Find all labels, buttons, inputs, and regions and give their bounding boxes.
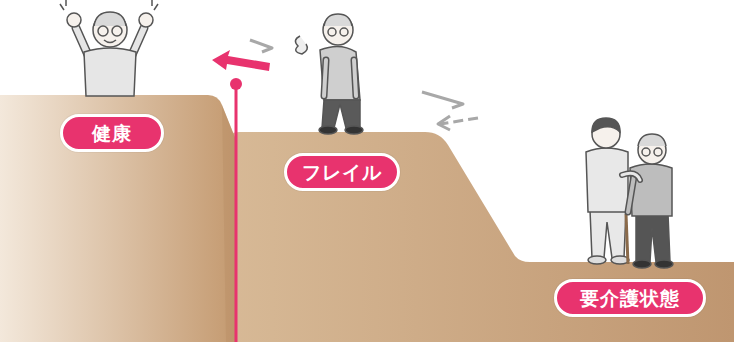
state-text: フレイル <box>302 163 382 182</box>
frail-person <box>295 14 363 134</box>
healthy-person <box>60 0 158 96</box>
state-label: 健康 <box>60 114 164 152</box>
terrain-middle <box>230 132 734 342</box>
pink-arrow <box>212 50 270 71</box>
state-text: 健康 <box>92 124 132 143</box>
pole <box>235 84 238 342</box>
caregiver <box>586 118 629 264</box>
pole-top <box>230 78 242 90</box>
gray-arrow <box>422 92 463 108</box>
state-text: 要介護状態 <box>580 289 680 308</box>
terrain-high <box>0 95 236 342</box>
dashed-arrow-head <box>438 116 450 130</box>
slope-shadow <box>222 105 236 342</box>
state-label: 要介護状態 <box>554 279 706 317</box>
state-label: フレイル <box>284 153 400 191</box>
gray-arrow <box>250 40 272 52</box>
elderly-person <box>622 134 673 268</box>
